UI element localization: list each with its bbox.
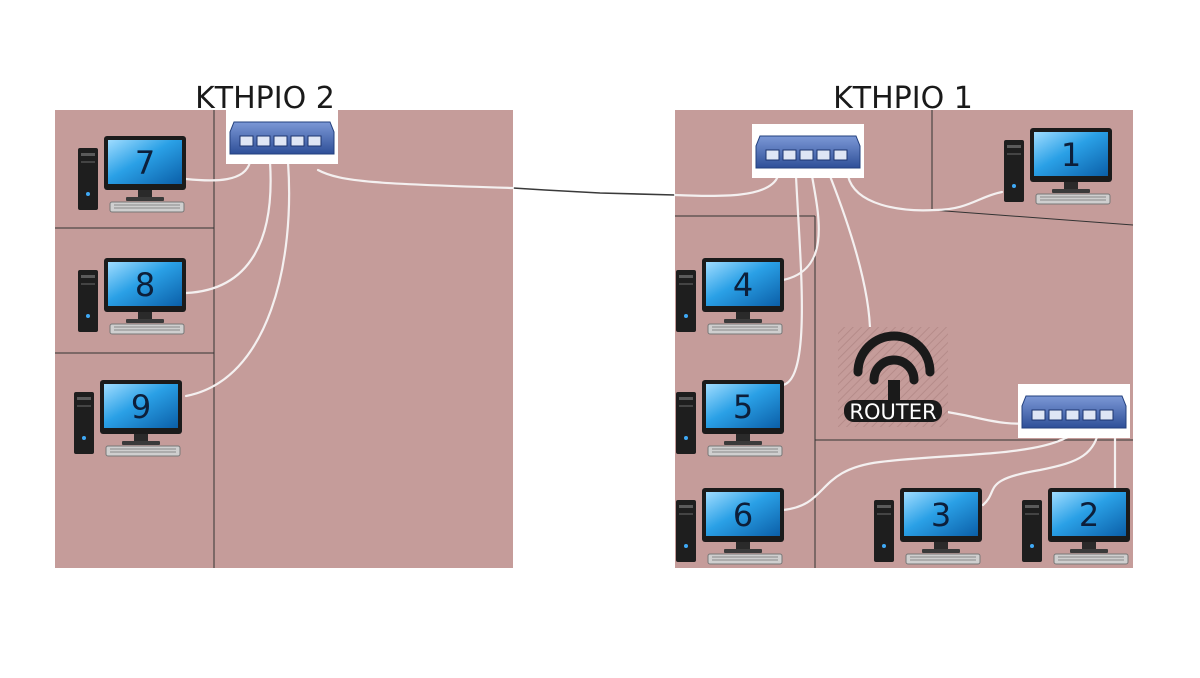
cable-pc5 xyxy=(781,174,803,387)
computer-5: 5 xyxy=(675,379,785,457)
inter-building-link xyxy=(512,187,676,196)
router-label: ROUTER xyxy=(849,400,936,424)
building-1-title: ΚΤΗΡΙΟ 1 xyxy=(833,81,973,116)
computer-7: 7 xyxy=(77,135,187,213)
network-switch-icon xyxy=(225,109,339,165)
cable-b1-to-pc1 xyxy=(846,174,937,212)
computer-6: 6 xyxy=(675,487,785,565)
cable-pc8 xyxy=(184,160,272,295)
cable-pc1 xyxy=(933,190,1004,212)
computer-1: 1 xyxy=(1003,127,1113,205)
computer-number: 8 xyxy=(135,266,155,304)
computer-8: 8 xyxy=(77,257,187,335)
computer-number: 2 xyxy=(1079,496,1099,534)
computer-number: 1 xyxy=(1061,136,1081,174)
computer-9: 9 xyxy=(73,379,183,457)
network-switch-icon xyxy=(751,123,865,179)
cable-pc4 xyxy=(781,174,820,282)
computer-number: 7 xyxy=(135,144,155,182)
computer-number: 3 xyxy=(931,496,951,534)
cable-b1-uplink xyxy=(673,174,780,198)
cable-pc3 xyxy=(981,423,1102,507)
cable-pc7 xyxy=(184,160,252,182)
cable-pc6 xyxy=(781,423,1084,512)
cable-router-uplink xyxy=(828,174,872,344)
computer-number: 9 xyxy=(131,388,151,426)
computer-2: 2 xyxy=(1021,487,1131,565)
computer-3: 3 xyxy=(873,487,983,565)
cable-pc9 xyxy=(184,160,291,398)
computer-number: 4 xyxy=(733,266,753,304)
wifi-icon xyxy=(853,331,935,406)
computer-4: 4 xyxy=(675,257,785,335)
computer-number: 6 xyxy=(733,496,753,534)
cable-b2-uplink xyxy=(316,168,515,190)
network-switch-icon xyxy=(1017,383,1131,439)
router: ROUTER xyxy=(838,327,948,427)
computer-number: 5 xyxy=(733,388,753,426)
